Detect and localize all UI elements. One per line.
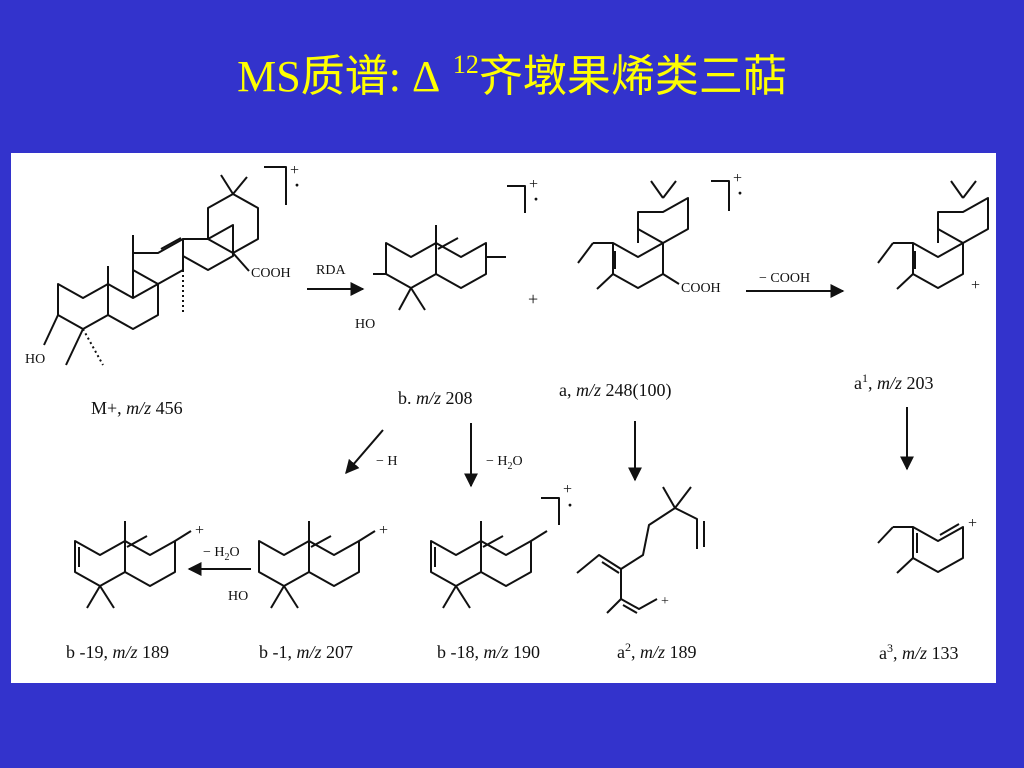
label-fragment-b1: b -1, m/z 207	[259, 642, 353, 662]
plus-sign: +	[528, 289, 538, 309]
radical-dot-b: ·	[533, 189, 539, 209]
minus-h-arrow	[345, 429, 384, 475]
structure-fragment-b-minus-1	[258, 521, 376, 609]
structure-fragment-b-minus-19	[74, 521, 192, 609]
fragmentation-scheme: COOH HO + · M+, m/z 456 RDA HO + · + b. …	[25, 162, 989, 663]
structure-fragment-a3	[877, 523, 964, 574]
slide-title: MS质谱: Δ 12齐墩果烯类三萜	[0, 52, 1024, 99]
label-fragment-b18: b -18, m/z 190	[437, 642, 540, 662]
ho-group-label-b1: HO	[228, 589, 248, 604]
radical-dot-b18: ·	[567, 495, 573, 515]
fragmentation-scheme-panel: COOH HO + · M+, m/z 456 RDA HO + · + b. …	[11, 153, 996, 683]
radical-cation-plus: +	[290, 162, 299, 179]
radical-dot-a: ·	[737, 183, 743, 203]
cooh-group-label-a: COOH	[681, 281, 721, 296]
cation-plus-a1: +	[971, 277, 980, 294]
structure-fragment-b	[373, 185, 526, 311]
radical-cation-plus-b: +	[529, 176, 538, 193]
cation-plus-a3: +	[968, 515, 977, 532]
label-molecular-ion: M+, m/z 456	[91, 398, 183, 418]
radical-cation-plus-b18: +	[563, 481, 572, 498]
minus-h2o-label: − H2O	[486, 454, 523, 472]
structure-fragment-a1	[877, 180, 989, 290]
rda-label: RDA	[316, 263, 346, 278]
minus-h-label: − H	[376, 454, 398, 469]
label-fragment-b: b. m/z 208	[398, 388, 473, 408]
label-fragment-a1: a1, m/z 203	[854, 371, 934, 393]
ho-group-label: HO	[25, 352, 45, 367]
title-superscript: 12	[452, 50, 479, 79]
label-fragment-a: a, m/z 248(100)	[559, 380, 672, 401]
minus-cooh-label: − COOH	[759, 271, 810, 286]
structure-fragment-a2	[576, 486, 705, 614]
cooh-group-label: COOH	[251, 266, 291, 281]
cation-plus-b1: +	[379, 522, 388, 539]
cation-plus-a2: +	[661, 594, 669, 609]
radical-dot: ·	[294, 175, 300, 195]
ho-group-label-b: HO	[355, 317, 375, 332]
label-fragment-b19: b -19, m/z 189	[66, 642, 169, 662]
structure-fragment-a	[577, 180, 730, 290]
label-fragment-a3: a3, m/z 133	[879, 641, 959, 663]
structure-fragment-b-minus-18	[430, 497, 560, 609]
cation-plus-b19: +	[195, 522, 204, 539]
b1-minus-h2o-label: − H2O	[203, 545, 240, 563]
structure-molecular-ion	[43, 166, 287, 366]
radical-cation-plus-a: +	[733, 170, 742, 187]
title-tail: 齐墩果烯类三萜	[478, 52, 787, 101]
label-fragment-a2: a2, m/z 189	[617, 640, 697, 662]
title-main: MS质谱: Δ	[237, 52, 449, 101]
